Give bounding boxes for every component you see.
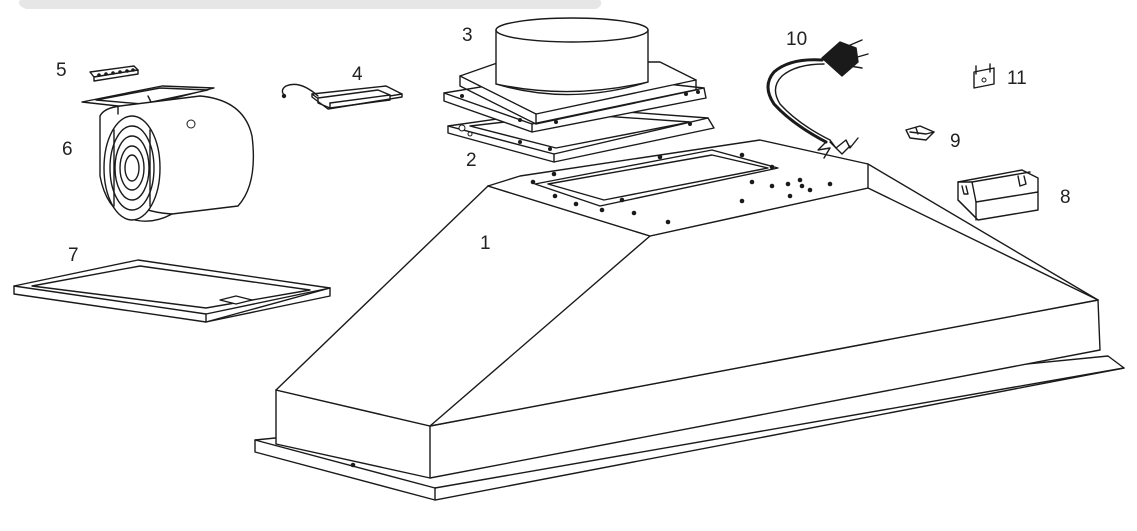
part-7-filter-frame bbox=[13, 259, 331, 323]
part-9-connector bbox=[905, 125, 935, 141]
part-1-hood-body bbox=[254, 139, 1125, 501]
callout-10: 10 bbox=[786, 29, 807, 50]
top-edge-bar bbox=[18, 0, 602, 9]
part-10-power-cord bbox=[766, 39, 869, 159]
callout-1: 1 bbox=[480, 233, 491, 254]
callout-3: 3 bbox=[462, 25, 473, 46]
part-6-blower-motor bbox=[81, 85, 255, 222]
part-11-bracket bbox=[973, 63, 995, 89]
callout-7: 7 bbox=[68, 245, 79, 266]
part-3-duct-adapter bbox=[443, 17, 707, 133]
callout-5: 5 bbox=[56, 60, 67, 81]
part-8-junction-box bbox=[957, 169, 1039, 221]
callout-8: 8 bbox=[1060, 187, 1071, 208]
callout-6: 6 bbox=[62, 139, 73, 160]
part-4-led-driver bbox=[281, 83, 403, 110]
part-5-terminal-strip bbox=[89, 65, 139, 82]
callout-4: 4 bbox=[352, 64, 363, 85]
callout-9: 9 bbox=[950, 131, 961, 152]
callout-2: 2 bbox=[466, 150, 477, 171]
callout-11: 11 bbox=[1007, 68, 1027, 89]
